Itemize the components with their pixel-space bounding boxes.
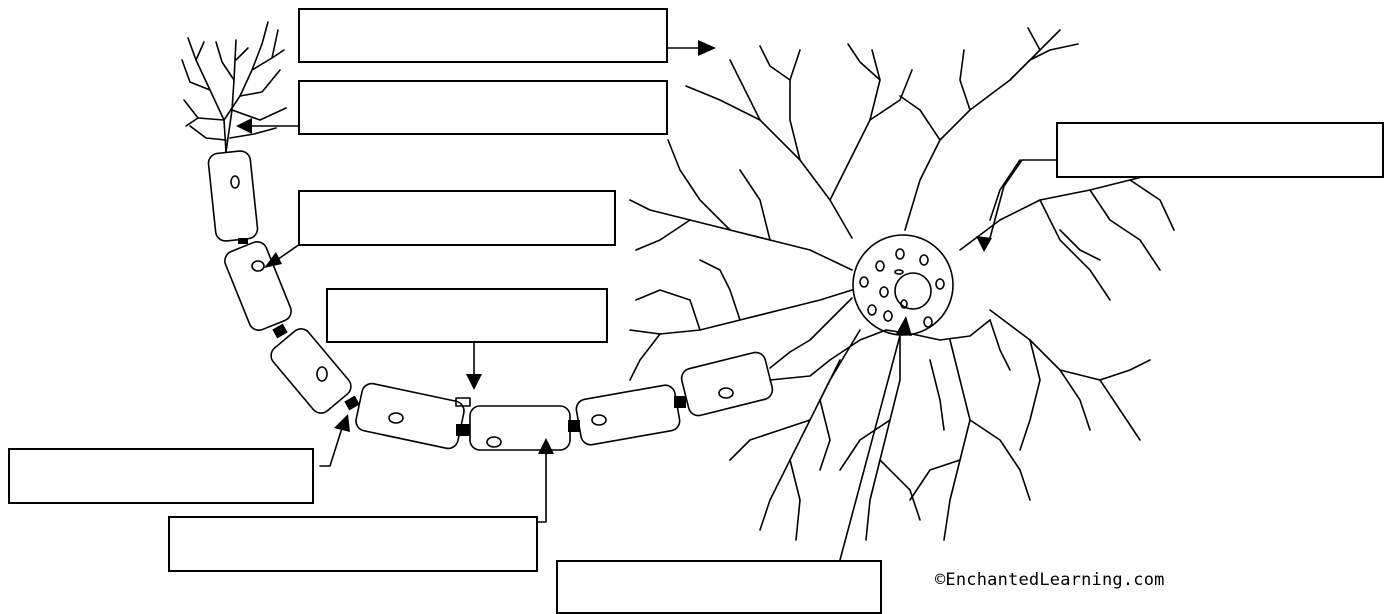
axon-terminal-branches	[182, 22, 286, 152]
label-box-node-of-ranvier[interactable]	[298, 190, 616, 246]
label-box-schwann-cell[interactable]	[326, 288, 608, 343]
label-box-nucleus[interactable]	[1056, 122, 1384, 178]
label-box-myelin-sheath[interactable]	[8, 448, 314, 504]
label-box-axon-terminal[interactable]	[298, 80, 668, 135]
copyright-credit: ©EnchantedLearning.com	[935, 570, 1165, 590]
dendrites-tree	[630, 28, 1174, 540]
label-box-dendrites[interactable]	[298, 8, 668, 63]
cell-body-shape	[770, 235, 990, 380]
label-box-cell-body[interactable]	[556, 560, 882, 614]
label-box-axon[interactable]	[168, 516, 538, 572]
